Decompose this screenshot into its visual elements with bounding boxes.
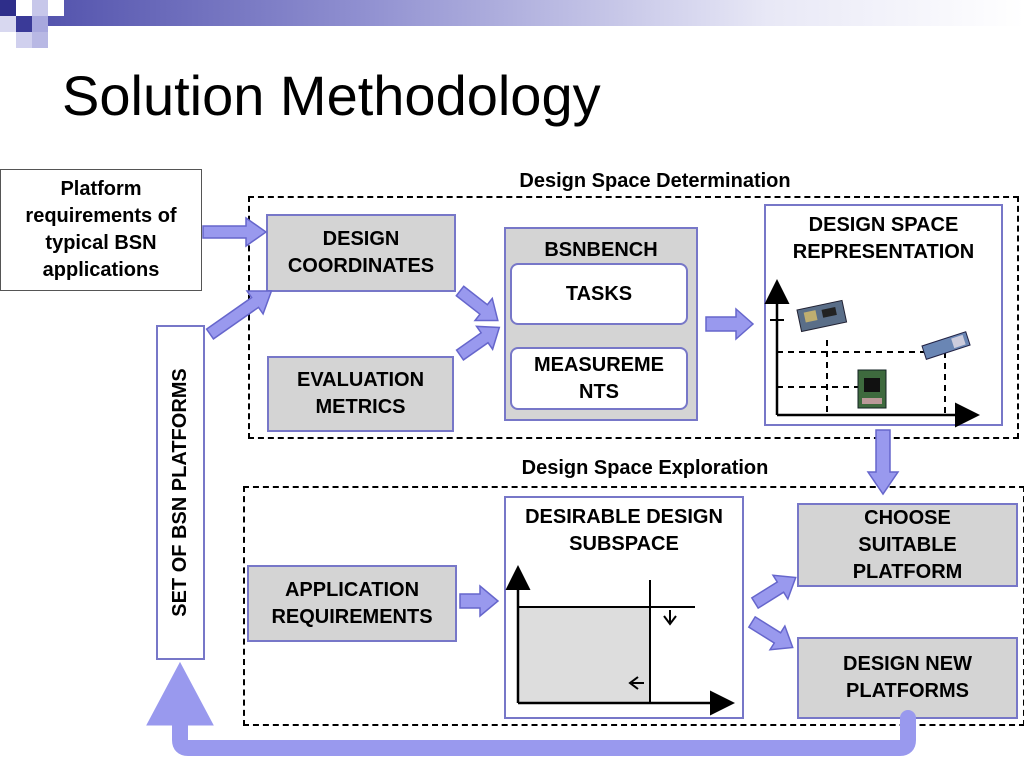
application-requirements-text: APPLICATION REQUIREMENTS [271, 578, 433, 628]
sensor-board-1-icon [796, 299, 848, 333]
slide-title: Solution Methodology [62, 64, 601, 127]
feedback-arrowhead [146, 661, 214, 726]
feedback-loop-arrow [172, 710, 916, 756]
determination-region [248, 196, 1019, 439]
arrow-coordinates-to-bsnbench [455, 285, 499, 322]
exploration-label: Design Space Exploration [521, 457, 769, 479]
determination-label: Design Space Determination [519, 170, 791, 192]
arrow-metrics-to-bsnbench [455, 325, 501, 361]
tasks-box: TASKS [510, 263, 688, 325]
platform-requirements-text: Platform requirements of typical BSN app… [25, 178, 177, 281]
arrow-platforms-to-coordinates [205, 290, 273, 340]
set-of-platforms-box: SET OF BSN PLATFORMS [156, 325, 205, 660]
platform-requirements-box: Platform requirements of typical BSN app… [0, 169, 202, 291]
sensor-board-3-icon [857, 369, 887, 409]
design-new-platforms-box: DESIGN NEW PLATFORMS [797, 637, 1018, 719]
design-new-platforms-text: DESIGN NEW PLATFORMS [843, 653, 972, 702]
choose-platform-text: CHOOSE SUITABLE PLATFORM [852, 506, 963, 583]
desirable-subspace-text: DESIRABLE DESIGN SUBSPACE [525, 506, 723, 555]
tasks-text: TASKS [565, 282, 633, 305]
design-coordinates-box: DESIGN COORDINATES [266, 214, 456, 292]
arrow-subspace-to-design-new [747, 615, 794, 651]
measurements-box: MEASUREME NTS [510, 347, 688, 410]
arrow-representation-to-choose [866, 429, 900, 496]
choose-platform-box: CHOOSE SUITABLE PLATFORM [797, 503, 1018, 587]
representation-plot [764, 279, 980, 428]
sensor-board-2-icon [921, 331, 971, 360]
measurements-text: MEASUREME NTS [533, 353, 664, 403]
arrow-subspace-to-choose [750, 574, 797, 610]
arrow-bsnbench-to-representation [705, 307, 755, 341]
bsnbench-label: BSNBENCH [544, 239, 658, 261]
application-requirements-box: APPLICATION REQUIREMENTS [247, 565, 457, 642]
design-coordinates-text: DESIGN COORDINATES [287, 228, 435, 277]
evaluation-metrics-box: EVALUATION METRICS [267, 356, 454, 432]
arrow-requirements-to-coordinates [202, 216, 268, 248]
design-space-representation-text: DESIGN SPACE REPRESENTATION [792, 214, 975, 263]
subspace-plot [505, 565, 735, 716]
arrow-requirements-to-subspace [459, 584, 500, 618]
evaluation-metrics-text: EVALUATION METRICS [296, 369, 425, 418]
